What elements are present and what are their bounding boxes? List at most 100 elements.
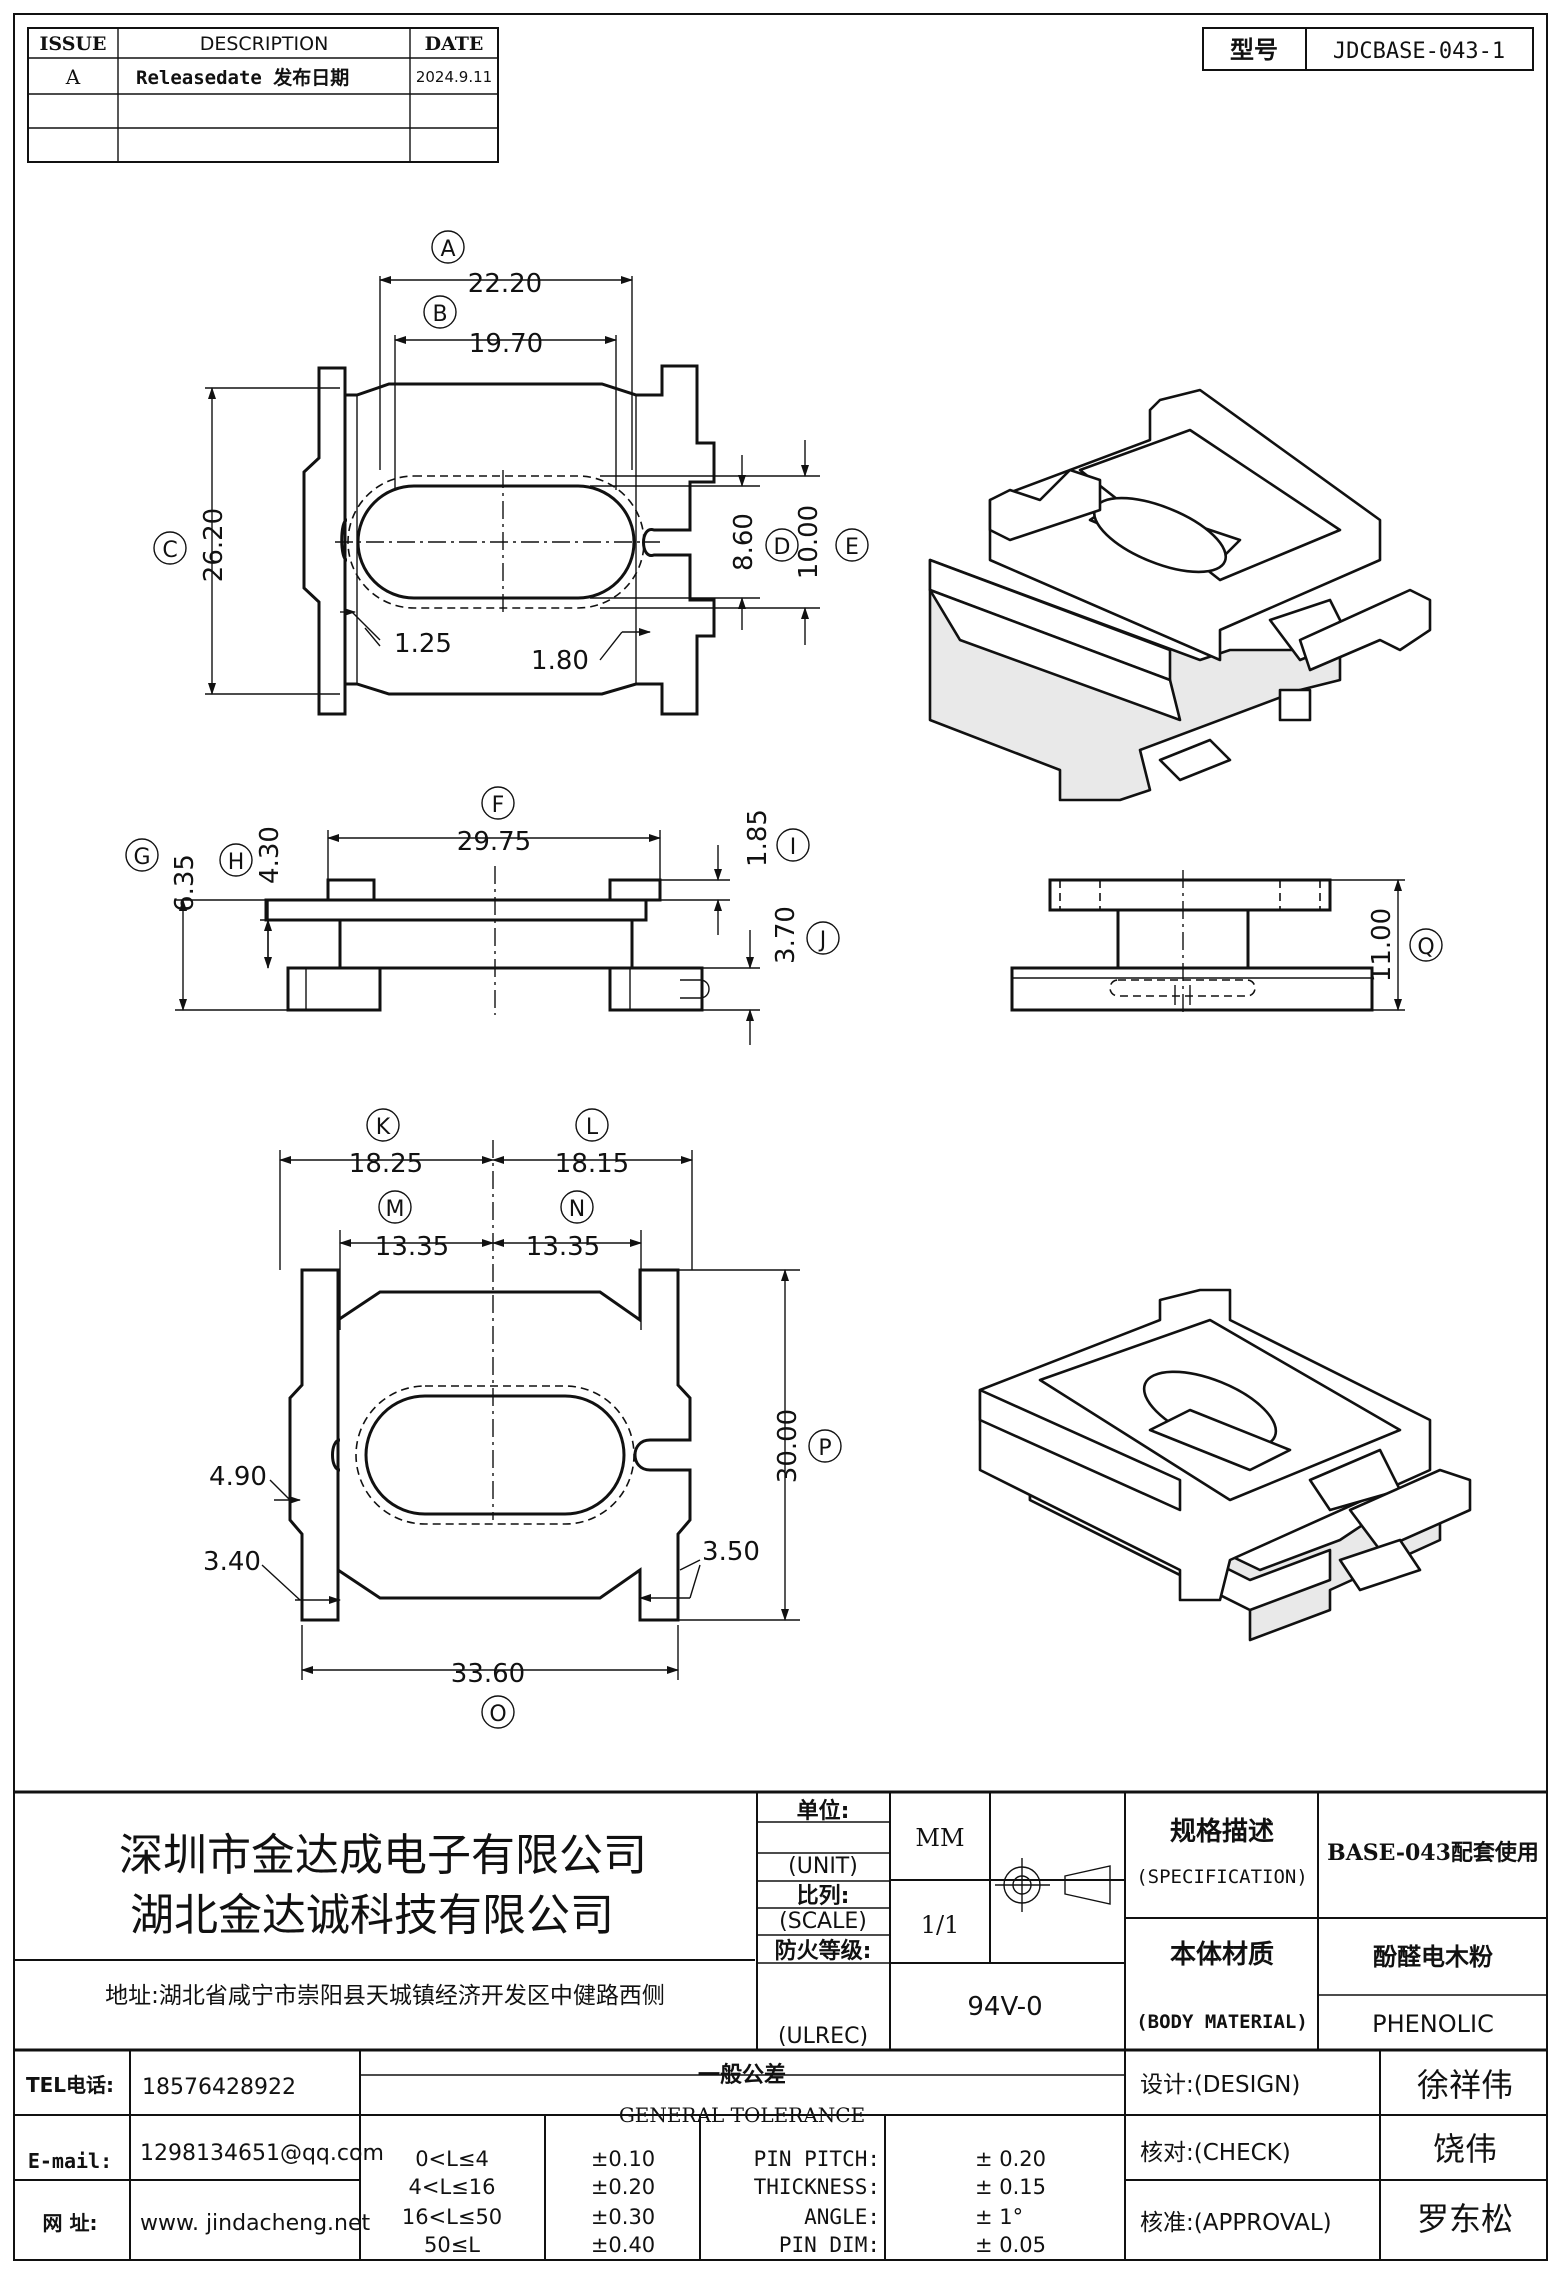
svg-text:THICKNESS:: THICKNESS: [754,2175,880,2199]
dim-26-20: 26.20 [199,508,229,582]
spec-label-cn: 规格描述 [1170,1816,1274,1847]
spec-label-en: (SPECIFICATION) [1136,1866,1308,1888]
material-label-cn: 本体材质 [1170,1940,1274,1970]
svg-text:PIN DIM:: PIN DIM: [779,2233,880,2257]
tolerance-row-4: 50≤L ±0.40 PIN DIM: ± 0.05 [424,2233,1046,2257]
svg-text:4<L≤16: 4<L≤16 [409,2175,496,2199]
svg-text:0<L≤4: 0<L≤4 [415,2147,489,2171]
web-value: www. jindacheng.net [140,2211,371,2236]
svg-text:± 0.20: ± 0.20 [975,2147,1046,2171]
material-label-en: (BODY MATERIAL) [1136,2011,1308,2033]
ul-label-en: (ULREC) [778,2024,868,2049]
ref-g: G [133,845,150,870]
ref-a: A [440,237,455,262]
ref-f: F [492,793,505,818]
approval-value: 罗东松 [1417,2200,1513,2238]
svg-text:PIN PITCH:: PIN PITCH: [754,2147,880,2171]
tolerance-row-3: 16<L≤50 ±0.30 ANGLE: ± 1° [402,2205,1023,2229]
dim-30-00: 30.00 [773,1409,803,1483]
rev-description: Releasedate 发布日期 [136,66,349,89]
dim-13-35-right: 13.35 [526,1232,600,1262]
dim-19-70: 19.70 [469,329,543,359]
rev-date: 2024.9.11 [416,68,492,86]
unit-label-cn: 单位: [797,1798,850,1824]
email-label: E-mail: [28,2149,112,2173]
model-number: JDCBASE-043-1 [1333,39,1505,64]
ref-p: P [818,1436,831,1461]
title-block: 深圳市金达成电子有限公司 湖北金达诚科技有限公司 地址:湖北省咸宁市崇阳县天城镇… [14,1790,1547,2260]
svg-text:± 0.05: ± 0.05 [975,2233,1046,2257]
dim-6-35: 6.35 [170,854,200,912]
design-value: 徐祥伟 [1417,2066,1513,2104]
ref-i: I [790,835,797,860]
ul-value: 94V-0 [967,1992,1042,2022]
scale-value: 1/1 [921,1911,960,1939]
svg-text:ANGLE:: ANGLE: [804,2205,880,2229]
material-value-en: PHENOLIC [1372,2010,1494,2038]
bottom-view: 18.25 18.15 13.35 13.35 30.00 4.90 3.40 … [203,1108,842,1729]
rev-header-description: DESCRIPTION [200,33,329,55]
dim-4-30: 4.30 [255,826,285,884]
sheet-border [13,13,1548,2261]
revision-table: ISSUE DESCRIPTION DATE A Releasedate 发布日… [27,27,499,163]
dim-3-70: 3.70 [771,906,801,964]
svg-text:±0.30: ±0.30 [591,2205,655,2229]
dim-18-15: 18.15 [555,1149,629,1179]
isometric-view-top [928,388,1432,802]
ref-d: D [774,535,791,560]
approval-label: 核准:(APPROVAL) [1140,2210,1332,2236]
projection-symbol-icon [995,1858,1111,1912]
dim-3-40: 3.40 [203,1547,261,1577]
svg-text:16<L≤50: 16<L≤50 [402,2205,502,2229]
ref-q: Q [1417,935,1434,960]
model-label: 型号 [1230,36,1278,64]
check-value: 饶伟 [1433,2130,1497,2168]
dim-8-60: 8.60 [729,513,759,571]
svg-text:50≤L: 50≤L [424,2233,480,2257]
check-label: 核对:(CHECK) [1140,2140,1291,2166]
svg-text:± 0.15: ± 0.15 [975,2175,1046,2199]
isometric-view-bottom [978,1288,1472,1642]
ref-n: N [569,1197,585,1222]
ref-b: B [432,302,447,327]
tolerance-title-en: GENERAL TOLERANCE [619,2103,865,2127]
svg-text:±0.40: ±0.40 [591,2233,655,2257]
design-label: 设计:(DESIGN) [1140,2072,1300,2098]
tel-value: 18576428922 [142,2075,296,2100]
svg-text:±0.10: ±0.10 [591,2147,655,2171]
dim-1-25: 1.25 [394,629,452,659]
scale-label-en: (SCALE) [779,1909,867,1934]
dim-33-60: 33.60 [451,1659,525,1689]
material-value-cn: 酚醛电木粉 [1373,1943,1493,1971]
dim-4-90: 4.90 [209,1462,267,1492]
tolerance-row-2: 4<L≤16 ±0.20 THICKNESS: ± 0.15 [409,2175,1047,2199]
ref-l: L [586,1115,599,1140]
ref-o: O [489,1702,506,1727]
ul-label-cn: 防火等级: [775,1938,872,1964]
dim-29-75: 29.75 [457,827,531,857]
company-address: 地址:湖北省咸宁市崇阳县天城镇经济开发区中健路西侧 [105,1983,665,2009]
spec-value: BASE-043配套使用 [1327,1840,1539,1866]
email-value: 1298134651@qq.com [140,2141,384,2166]
side-view: 29.75 6.35 4.30 1.85 3.70 F G H I J [125,786,840,1045]
company-name-1: 深圳市金达成电子有限公司 [119,1830,647,1881]
ref-c: C [162,538,177,563]
svg-text:±0.20: ±0.20 [591,2175,655,2199]
dim-1-80: 1.80 [531,646,589,676]
dim-18-25: 18.25 [349,1149,423,1179]
tel-label: TEL电话: [26,2073,114,2097]
web-label: 网 址: [43,2211,98,2235]
ref-j: J [818,928,827,953]
unit-value: MM [915,1824,964,1852]
dim-3-50: 3.50 [702,1537,760,1567]
end-view: 11.00 Q [1010,870,1443,1015]
rev-header-issue: ISSUE [40,33,107,55]
dim-11-00: 11.00 [1367,908,1397,982]
dim-13-35-left: 13.35 [375,1232,449,1262]
unit-label-en: (UNIT) [788,1854,858,1879]
top-view: 22.20 19.70 26.20 8.60 10.00 1.25 1.80 A… [153,230,869,716]
dim-22-20: 22.20 [468,269,542,299]
scale-label-cn: 比列: [797,1884,850,1909]
